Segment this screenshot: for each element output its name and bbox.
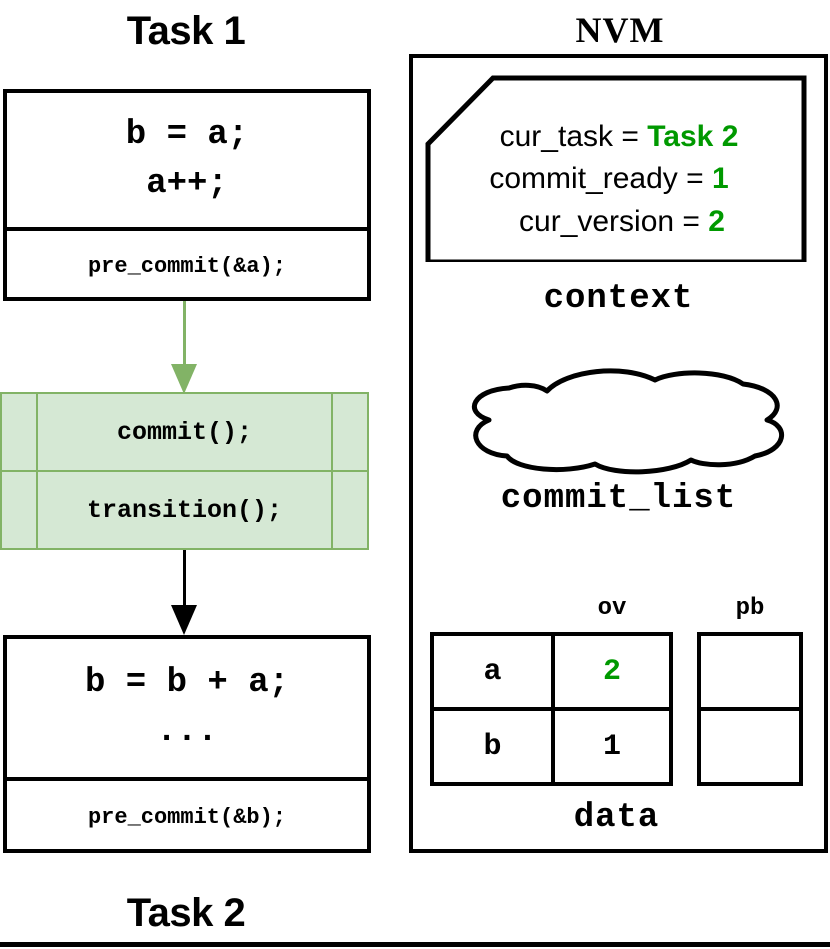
task2-title: Task 2 bbox=[126, 890, 246, 935]
transition-row-right-gutter bbox=[331, 472, 367, 548]
task2-code-body: b = b + a; ... bbox=[7, 639, 367, 781]
task2-footer: pre_commit(&b); bbox=[7, 781, 367, 853]
context-field-list: cur_task = Task 2 commit_ready = 1 cur_v… bbox=[425, 102, 807, 257]
context-field-cur-task-key: cur_task = bbox=[499, 119, 639, 153]
task1-box: b = a; a++; pre_commit(&a); bbox=[3, 89, 371, 301]
task1-code-body: b = a; a++; bbox=[7, 93, 367, 231]
context-field-cur-version-value: 2 bbox=[708, 204, 725, 238]
commit-transition-block: commit(); transition(); bbox=[0, 392, 369, 550]
context-field-commit-ready-value: 1 bbox=[711, 162, 729, 196]
task2-code-line-1: b = b + a; bbox=[84, 663, 290, 702]
task2-box: b = b + a; ... pre_commit(&b); bbox=[3, 635, 371, 853]
ov-column-header: ov bbox=[597, 594, 627, 622]
table-row: b 1 bbox=[434, 711, 669, 782]
pb-column-header: pb bbox=[735, 594, 765, 622]
commit-list-cloud-icon bbox=[455, 368, 785, 478]
transition-row: transition(); bbox=[2, 472, 367, 548]
data-row-b-pb-cell bbox=[701, 711, 799, 782]
commit-list-label: commit_list bbox=[500, 480, 737, 518]
context-field-cur-version-key: cur_version = bbox=[519, 204, 700, 238]
transition-call-label: transition(); bbox=[86, 495, 283, 525]
task2-code-line-2: ... bbox=[156, 713, 218, 751]
context-note-outline bbox=[425, 75, 807, 262]
arrow-task1-to-commit-line bbox=[183, 301, 186, 371]
task1-code-line-1: b = a; bbox=[125, 115, 249, 154]
context-field-cur-version: cur_version = 2 bbox=[519, 201, 725, 244]
data-label: data bbox=[573, 799, 660, 837]
task2-pre-commit-call: pre_commit(&b); bbox=[87, 804, 287, 830]
context-note-box: cur_task = Task 2 commit_ready = 1 cur_v… bbox=[425, 72, 807, 262]
task1-code-line-2: a++; bbox=[146, 165, 228, 203]
table-row: a 2 bbox=[434, 636, 669, 711]
context-label: context bbox=[543, 280, 694, 318]
data-row-b-ov-value: 1 bbox=[602, 729, 621, 764]
arrow-commit-to-task2-line bbox=[183, 550, 186, 612]
data-row-b-name: b bbox=[434, 711, 555, 782]
data-row-a-ov-value: 2 bbox=[602, 654, 621, 689]
cloud-icon bbox=[471, 368, 785, 475]
data-ov-table: a 2 b 1 bbox=[430, 632, 673, 786]
bottom-divider bbox=[0, 942, 830, 947]
context-field-cur-task-value: Task 2 bbox=[647, 119, 739, 153]
arrow-task1-to-commit-head bbox=[171, 364, 197, 394]
commit-row-left-gutter bbox=[2, 394, 38, 470]
task1-pre-commit-call: pre_commit(&a); bbox=[87, 253, 287, 279]
data-row-a-pb-cell bbox=[701, 636, 799, 711]
transition-row-left-gutter bbox=[2, 472, 38, 548]
context-field-cur-task: cur_task = Task 2 bbox=[500, 116, 739, 159]
commit-row: commit(); bbox=[2, 394, 367, 472]
data-pb-table bbox=[697, 632, 803, 786]
commit-call-label: commit(); bbox=[116, 417, 253, 447]
commit-row-right-gutter bbox=[331, 394, 367, 470]
nvm-title: NVM bbox=[575, 10, 665, 50]
task1-title: Task 1 bbox=[126, 8, 246, 53]
arrow-commit-to-task2-head bbox=[171, 605, 197, 635]
data-row-a-name: a bbox=[434, 636, 555, 707]
task1-footer: pre_commit(&a); bbox=[7, 231, 367, 301]
context-field-commit-ready: commit_ready = 1 bbox=[489, 158, 728, 201]
context-field-commit-ready-key: commit_ready = bbox=[489, 162, 704, 196]
